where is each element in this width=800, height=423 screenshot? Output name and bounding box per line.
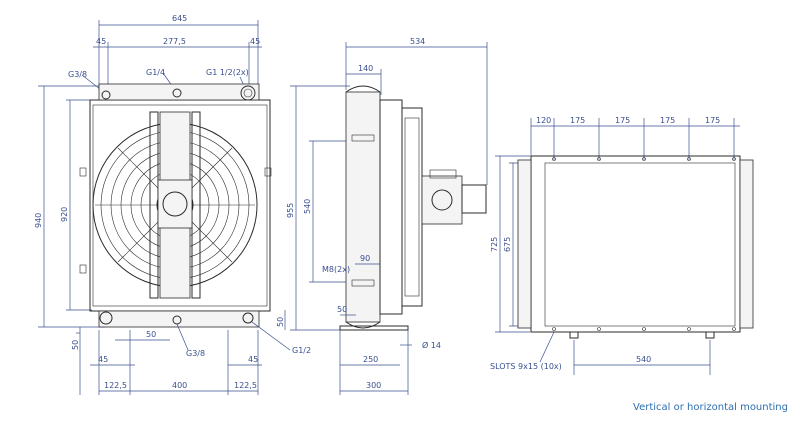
dim-offset-right: 45 (250, 37, 260, 46)
dim-bottom-45-right: 45 (248, 355, 258, 364)
dim-rear-spacing-3: 175 (660, 116, 675, 125)
dim-foot-span: 400 (172, 381, 187, 390)
rear-view: 120 175 175 175 175 725 675 SLOTS 9x15 (… (490, 116, 754, 375)
dim-rear-height-outer: 725 (490, 237, 499, 252)
label-port-right-top: G1 1/2(2x) (206, 68, 249, 77)
dim-port-spacing: 277,5 (163, 37, 186, 46)
label-port-bottom-mid: G3/8 (186, 349, 205, 358)
dim-side-inner-height: 540 (303, 199, 312, 214)
label-port-mid-top: G1/4 (146, 68, 165, 77)
dim-side-bottom-250: 250 (363, 355, 378, 364)
dim-rear-height-inner: 675 (503, 237, 512, 252)
mounting-caption: Vertical or horizontal mounting (633, 402, 788, 413)
label-bolt: M8(2x) (322, 265, 350, 274)
label-port-left-top: G3/8 (68, 70, 87, 79)
side-view: 534 140 955 540 M8(2x) 90 5 (286, 37, 488, 395)
dim-rear-bottom-span: 540 (636, 355, 651, 364)
dim-depth-overall: 534 (410, 37, 425, 46)
dim-rear-spacing-first: 120 (536, 116, 551, 125)
front-view: 645 45 277,5 45 G3/8 G1/4 G1 1/2(2x) 940… (34, 14, 311, 395)
dim-foot-left: 122,5 (104, 381, 127, 390)
dim-bottom-small: 50 (146, 330, 156, 339)
dim-height-overall: 940 (34, 213, 43, 228)
dim-rear-spacing-1: 175 (570, 116, 585, 125)
dim-depth-top: 140 (358, 64, 373, 73)
dim-offset-left: 45 (96, 37, 106, 46)
dim-side-bottom-50: 50 (337, 305, 347, 314)
dim-side-height: 955 (286, 203, 295, 218)
dim-right-50: 50 (276, 317, 285, 327)
dim-bottom-left-offset: 50 (71, 340, 80, 350)
dim-side-bottom-300: 300 (366, 381, 381, 390)
label-slots: SLOTS 9x15 (10x) (490, 362, 562, 371)
dim-bottom-45-left: 45 (98, 355, 108, 364)
label-port-bottom-right: G1/2 (292, 346, 311, 355)
dim-foot-right: 122,5 (234, 381, 257, 390)
dim-height-inner: 920 (60, 207, 69, 222)
dim-bolt-spacing: 90 (360, 254, 370, 263)
label-hole-diameter: Ø 14 (422, 340, 441, 350)
dim-width-overall: 645 (172, 14, 187, 23)
dim-rear-spacing-2: 175 (615, 116, 630, 125)
dim-rear-spacing-4: 175 (705, 116, 720, 125)
